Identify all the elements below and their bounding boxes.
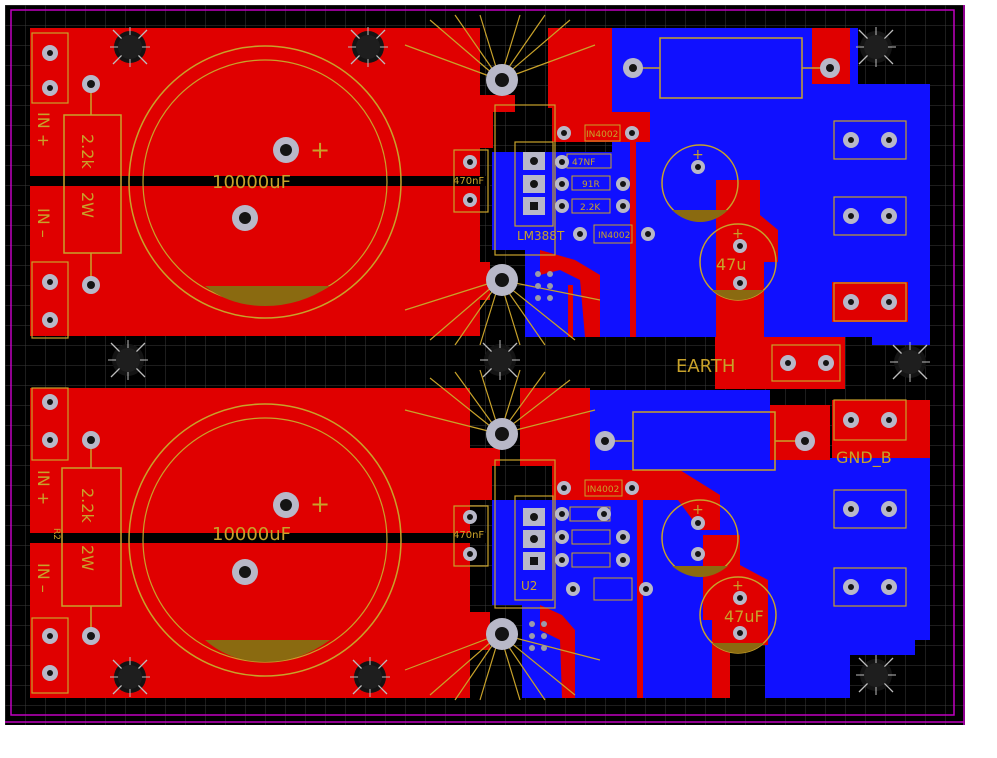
d1-label-lower: IN4002 [587, 485, 619, 495]
in-plus-lower: IN + [34, 470, 53, 505]
top-copper-gnd-lower [832, 400, 930, 458]
cap-outline-upper [128, 45, 402, 319]
input-connector-bottom-lower [31, 617, 69, 694]
d1-outline-lower [584, 479, 623, 497]
cap-label-upper: 10000uF [212, 172, 291, 193]
input-connector-top-upper [31, 32, 69, 104]
ic-outline-upper [514, 141, 554, 227]
heatsink-outline-upper [404, 14, 601, 346]
out-connector-2 [833, 196, 907, 236]
res-value-upper: 2.2k [78, 134, 97, 169]
top-trace-2-upper [568, 285, 573, 337]
top-copper-ic-upper [540, 250, 600, 337]
cap-plus-upper: + [310, 136, 330, 164]
out-connector-5 [833, 489, 907, 529]
top-copper-strip-lower [30, 533, 490, 543]
out-connector-6 [833, 567, 907, 607]
bottom-copper-pour-upper [612, 28, 930, 345]
ic-label-upper: LM388T [517, 229, 565, 243]
small-part-2-lower [571, 529, 611, 545]
cap47-plus-upper: + [692, 147, 704, 163]
c470-outline-upper [453, 149, 489, 213]
top-trace-1-lower [637, 488, 643, 698]
r91-label-upper: 91R [582, 180, 600, 190]
c470-label-upper: 470nF [453, 176, 484, 187]
cap-polarity-mark-upper [205, 286, 330, 306]
earth-connector [771, 344, 841, 382]
top-copper-mid-upper [548, 28, 650, 142]
res-power-upper: 2W [78, 192, 97, 218]
cap-outline-lower [128, 403, 402, 677]
heatsink-outline-lower [404, 369, 601, 701]
d2-label-upper: IN4002 [598, 231, 630, 241]
r22k-label-upper: 2.2K [580, 203, 601, 213]
ic-label-lower: U2 [521, 579, 537, 593]
d2-outline-lower [593, 577, 633, 601]
out-connector-3 [833, 282, 907, 322]
cap-polarity-mark-lower [205, 640, 330, 662]
d1-label-upper: IN4002 [586, 130, 618, 140]
top-copper-ic-lower [540, 605, 575, 698]
small-part-3-lower [571, 552, 611, 568]
c47u-label-upper: 47u [716, 255, 747, 274]
cap47-plus-lower: + [692, 502, 704, 518]
cap-label-lower: 10000uF [212, 524, 291, 545]
top-trace-1-upper [630, 130, 636, 337]
gnd-b-label: GND_B [836, 448, 892, 468]
upper-channel [30, 14, 930, 389]
lower-channel [30, 369, 930, 701]
cap-plus-lower: + [310, 490, 330, 518]
d1-outline-upper [584, 124, 621, 142]
d2-outline-upper [593, 224, 633, 244]
c470-label-lower: 470nF [453, 530, 484, 541]
r91-outline-upper [571, 175, 611, 191]
in-minus-lower: IN – [34, 563, 53, 593]
c470-outline-lower [453, 505, 489, 567]
input-connector-bottom-upper [31, 261, 69, 339]
in-plus-upper: IN + [34, 112, 53, 147]
in-minus-upper: IN – [34, 208, 53, 238]
pads[interactable] [42, 45, 897, 681]
top-copper-cap-lower [703, 535, 768, 698]
ic-outline-lower [514, 495, 554, 601]
earth-label: EARTH [676, 356, 735, 377]
res-power-lower: 2W [78, 545, 97, 571]
silkscreen-labels: 10000uF + 2.2k 2W IN + IN – 470nF IN4002… [34, 112, 892, 626]
top-copper-strip-upper [30, 176, 490, 186]
c47nf-label-upper: 47NF [572, 158, 595, 168]
top-copper-diag-lower [650, 470, 720, 530]
out-connector-4 [833, 399, 907, 441]
c47u-label-lower: 47uF [724, 607, 764, 626]
cap47b-plus-lower: + [732, 578, 744, 594]
resistor-outline-upper [63, 114, 122, 254]
bottom-copper-pour-lower [590, 390, 930, 698]
board-outline [10, 9, 955, 716]
input-connector-top-lower [31, 387, 69, 461]
cap47b-plus-upper: + [732, 226, 744, 242]
out-connector-1 [833, 120, 907, 160]
res-value-lower: 2.2k [78, 488, 97, 523]
r22k-outline-upper [571, 198, 611, 214]
r2-ref-lower: R2 [51, 528, 61, 540]
top-copper-mid-lower [520, 388, 650, 500]
